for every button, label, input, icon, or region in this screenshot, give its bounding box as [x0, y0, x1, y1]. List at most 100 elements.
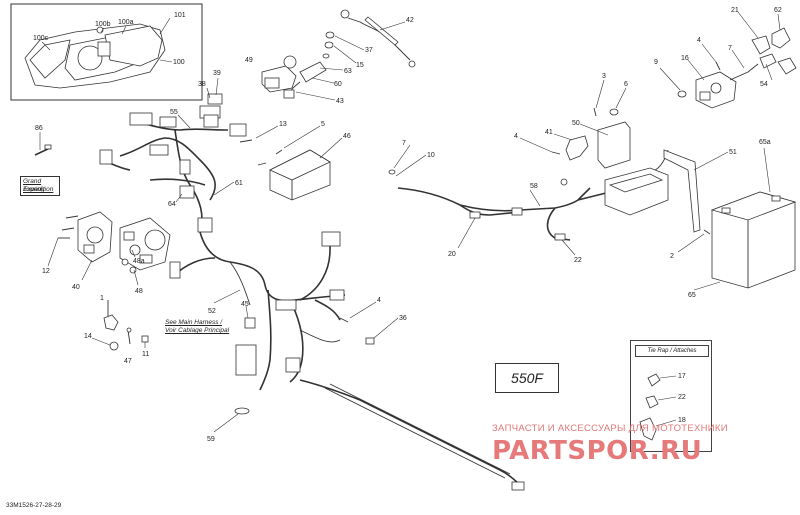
callout-101: 101 [174, 12, 186, 19]
screw-3 [593, 107, 597, 117]
callout-10: 10 [427, 152, 435, 159]
leader-14 [91, 337, 111, 346]
leader-100c [41, 41, 51, 51]
screw-47 [126, 327, 132, 345]
screw-b [61, 227, 75, 231]
callout-2: 2 [670, 253, 674, 260]
callout-4c: 4 [697, 37, 701, 44]
callout-60: 60 [334, 81, 342, 88]
callout-36: 36 [399, 315, 407, 322]
main-harness-note: See Main Harness / Voir Cablage Principa… [163, 318, 235, 336]
screw-46 [257, 162, 267, 166]
callout-6: 6 [624, 81, 628, 88]
diagram-code: 33M1526-27-28-29 [6, 502, 62, 509]
callout-86: 86 [35, 125, 43, 132]
callout-63: 63 [344, 68, 352, 75]
callout-20: 20 [448, 251, 456, 258]
leader-6 [615, 87, 627, 109]
bracket-50 [597, 121, 669, 216]
leader-22b [657, 396, 677, 401]
callout-100a: 100a [118, 19, 134, 26]
terminal-21-62 [751, 27, 797, 75]
callout-42: 42 [406, 17, 414, 24]
connector-60-43 [283, 61, 327, 99]
leader-2 [677, 233, 705, 253]
leader-100b [100, 27, 105, 33]
leader-64 [175, 193, 183, 203]
leader-50 [579, 123, 609, 136]
washer-7 [388, 169, 396, 175]
leader-4b [519, 137, 553, 153]
nut-6 [609, 108, 619, 116]
watermark-logo: PARTSPOR.RU [492, 436, 703, 466]
callout-37: 37 [365, 47, 373, 54]
callout-7: 7 [402, 140, 406, 147]
callout-41: 41 [545, 129, 553, 136]
callout-13: 13 [279, 121, 287, 128]
callout-49: 49 [245, 57, 253, 64]
leader-12 [47, 237, 59, 267]
leader-22a [561, 239, 576, 256]
callout-14: 14 [84, 333, 92, 340]
callout-54: 54 [760, 81, 768, 88]
leader-38 [206, 87, 211, 99]
washers-37-15 [322, 31, 335, 59]
callout-52: 52 [208, 308, 216, 315]
callout-22b: 22 [678, 394, 686, 401]
leader-59 [213, 413, 239, 433]
callout-64: 64 [168, 201, 176, 208]
leader-18 [655, 419, 677, 427]
callout-59: 59 [207, 436, 215, 443]
leader-43 [295, 91, 336, 101]
leader-36 [373, 317, 399, 339]
switch-49 [261, 55, 297, 93]
callout-100c: 100c [33, 35, 49, 42]
leader-7b [731, 49, 745, 69]
callout-45: 45 [241, 301, 249, 308]
callout-48: 48 [135, 288, 143, 295]
leader-54 [765, 63, 773, 81]
leader-100 [159, 59, 173, 63]
leader-48 [133, 269, 139, 286]
callout-4a: 4 [377, 297, 381, 304]
callout-48a: 48a [133, 258, 145, 265]
grand-touring-line-1: Grand Touring [23, 178, 45, 193]
relay-16 [695, 63, 759, 109]
callout-17: 17 [678, 373, 686, 380]
callout-3: 3 [602, 73, 606, 80]
long-cable [299, 379, 525, 491]
tie-rap-title: Tie Rap / Attaches [635, 345, 709, 357]
leader-4a [349, 301, 377, 319]
nut-9 [677, 90, 687, 98]
callout-9: 9 [654, 59, 658, 66]
leader-3 [595, 79, 605, 109]
callout-15: 15 [356, 62, 364, 69]
callout-5: 5 [321, 121, 325, 128]
leader-21 [737, 11, 759, 39]
leader-58 [529, 189, 541, 207]
leader-48a [131, 249, 136, 258]
leader-5 [283, 125, 321, 149]
leader-13 [255, 125, 279, 139]
main-harness-line-1: See Main Harness / [165, 319, 223, 326]
screw-4a [339, 317, 349, 323]
callout-61: 61 [235, 180, 243, 187]
callout-58: 58 [530, 183, 538, 190]
harness-upper [99, 93, 247, 233]
callout-16: 16 [681, 55, 689, 62]
screw-4c [715, 61, 721, 71]
leader-65 [693, 281, 721, 291]
leader-46 [319, 137, 343, 159]
leader-55 [177, 114, 191, 129]
callout-50: 50 [572, 120, 580, 127]
leader-20 [457, 217, 476, 249]
leader-42 [379, 21, 406, 31]
callout-1: 1 [100, 295, 104, 302]
callout-7b: 7 [728, 45, 732, 52]
screw-a [65, 215, 79, 219]
screw-5 [275, 149, 283, 155]
model-label: 550F [495, 363, 559, 393]
leader-65a [763, 147, 771, 193]
callout-38: 38 [198, 81, 206, 88]
